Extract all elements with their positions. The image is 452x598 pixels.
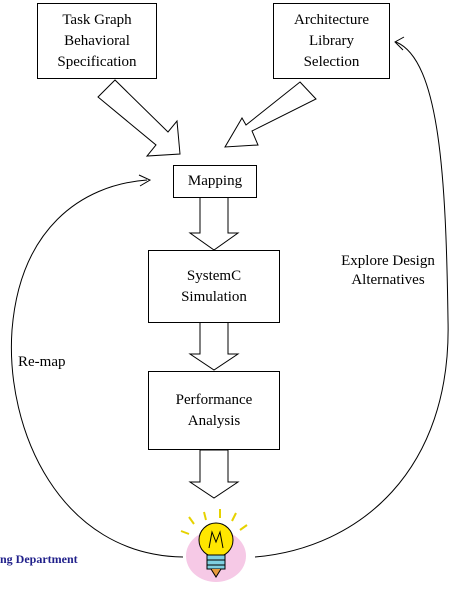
- lightbulb-icon: [180, 509, 248, 582]
- arrow-mapping-to-simulation: [188, 196, 240, 251]
- mapping-box: Mapping: [173, 165, 257, 198]
- remap-arrowhead: [138, 174, 152, 187]
- simulation-box: SystemC Simulation: [148, 250, 280, 323]
- arrow-simulation-to-performance: [188, 321, 240, 371]
- architecture-label: Architecture Library Selection: [294, 11, 369, 70]
- explore-curve: [254, 41, 449, 558]
- performance-box: Performance Analysis: [148, 371, 280, 450]
- explore-arrowhead: [394, 36, 405, 51]
- arrow-task-to-mapping: [97, 79, 181, 157]
- arrow-performance-to-result: [188, 449, 240, 499]
- footer-department: ng Department: [0, 552, 78, 566]
- performance-label: Performance Analysis: [175, 391, 253, 429]
- remap-curve: [10, 179, 184, 558]
- task-graph-label: Task Graph Behavioral Specification: [57, 11, 137, 70]
- arrow-architecture-to-mapping: [224, 81, 317, 148]
- task-graph-box: Task Graph Behavioral Specification: [37, 3, 157, 79]
- remap-label: Re-map: [18, 354, 66, 370]
- explore-label: Explore Design Alternatives: [341, 253, 435, 288]
- simulation-label: SystemC Simulation: [181, 267, 247, 305]
- mapping-label: Mapping: [187, 173, 243, 189]
- architecture-box: Architecture Library Selection: [273, 3, 390, 79]
